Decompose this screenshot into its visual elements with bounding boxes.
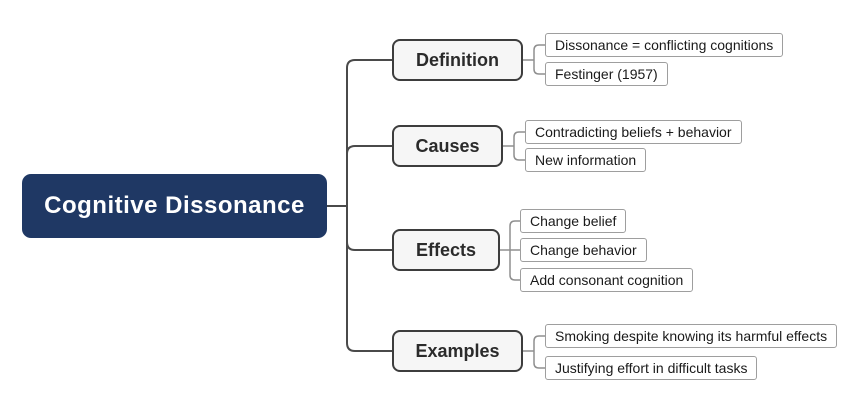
connector-root-to-effects xyxy=(346,206,392,251)
connector-root-to-causes xyxy=(346,145,392,206)
connector-causes-child-2 xyxy=(513,146,525,161)
branch-label: Definition xyxy=(416,49,499,70)
leaf-node-causes-1[interactable]: Contradicting beliefs + behavior xyxy=(525,120,742,144)
branch-label: Causes xyxy=(415,135,480,156)
leaf-label: Contradicting beliefs + behavior xyxy=(535,124,732,140)
leaf-label: Smoking despite knowing its harmful effe… xyxy=(555,328,828,344)
leaf-node-effects-1[interactable]: Change belief xyxy=(520,209,627,233)
branch-label: Effects xyxy=(415,239,477,260)
connector-root-to-definition xyxy=(346,59,392,206)
leaf-label: Justifying effort in difficult tasks xyxy=(555,360,748,376)
connector-definition-child-2 xyxy=(533,60,545,75)
leaf-node-effects-3[interactable]: Add consonant cognition xyxy=(520,268,694,292)
leaf-node-examples-1[interactable]: Smoking despite knowing its harmful effe… xyxy=(545,324,838,348)
leaf-label: Festinger (1957) xyxy=(555,66,658,82)
leaf-node-causes-2[interactable]: New information xyxy=(525,148,647,172)
connector-examples-child-1 xyxy=(533,335,545,351)
leaf-label: Change behavior xyxy=(530,242,637,258)
branch-node-effects[interactable]: Effects xyxy=(392,229,500,271)
branch-label: Examples xyxy=(415,340,500,361)
root-node-cognitive-dissonance[interactable]: Cognitive Dissonance xyxy=(22,174,327,238)
branch-node-causes[interactable]: Causes xyxy=(392,125,503,167)
connector-root-to-examples xyxy=(346,206,392,352)
connector-causes-child-1 xyxy=(513,131,525,146)
connector-effects-child-1 xyxy=(509,220,520,250)
branch-node-definition[interactable]: Definition xyxy=(392,39,523,81)
leaf-label: New information xyxy=(535,152,637,168)
connector-effects-child-3 xyxy=(509,250,520,281)
leaf-node-effects-2[interactable]: Change behavior xyxy=(520,238,647,262)
branch-node-examples[interactable]: Examples xyxy=(392,330,523,372)
leaf-node-examples-2[interactable]: Justifying effort in difficult tasks xyxy=(545,356,758,380)
leaf-label: Dissonance = conflicting cognitions xyxy=(555,37,774,53)
leaf-node-definition-2[interactable]: Festinger (1957) xyxy=(545,62,668,86)
root-node-label: Cognitive Dissonance xyxy=(44,192,305,219)
leaf-label: Change belief xyxy=(530,213,617,229)
connector-examples-child-2 xyxy=(533,351,545,369)
leaf-node-definition-1[interactable]: Dissonance = conflicting cognitions xyxy=(545,33,784,57)
leaf-label: Add consonant cognition xyxy=(530,272,684,288)
connector-definition-child-1 xyxy=(533,44,545,60)
